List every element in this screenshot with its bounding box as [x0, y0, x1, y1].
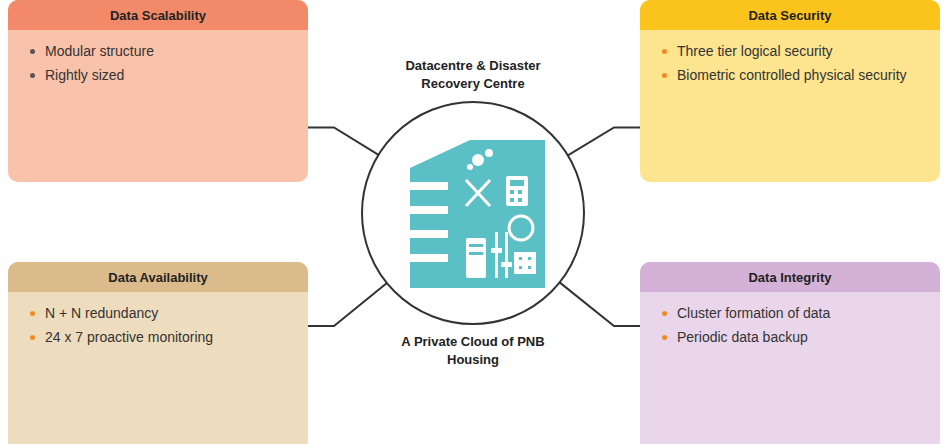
- bullet-dot: [30, 335, 35, 340]
- bullet-dot: [662, 49, 667, 54]
- bullet-dot: [30, 49, 35, 54]
- datacentre-icon: [404, 140, 545, 288]
- datacentre-circle: Datacentre & Disaster Recovery Centre A P…: [340, 0, 606, 444]
- bullet-item: Periodic data backup: [662, 328, 928, 346]
- connector-line: [308, 283, 387, 326]
- bullet-item: Rightly sized: [30, 66, 296, 84]
- bullet-text: Periodic data backup: [677, 328, 808, 346]
- bullet-text: Cluster formation of data: [677, 304, 830, 322]
- bullet-item: 24 x 7 proactive monitoring: [30, 328, 296, 346]
- card-heading: Data Security: [640, 0, 940, 30]
- card-heading: Data Integrity: [640, 262, 940, 292]
- bullet-text: N + N redundancy: [45, 304, 158, 322]
- info-card: Data Availability N + N redundancy 24 x 7 …: [8, 262, 308, 444]
- info-card: Data SecurityThree tier logical security…: [640, 0, 940, 182]
- bullet-dot: [662, 335, 667, 340]
- info-card: Data IntegrityCluster formation of dataP…: [640, 262, 940, 444]
- bullet-dot: [30, 311, 35, 316]
- bullet-text: Rightly sized: [45, 66, 124, 84]
- circle-title: Datacentre & Disaster Recovery Centre: [340, 57, 606, 93]
- bullet-dot: [662, 311, 667, 316]
- bullet-dot: [662, 73, 667, 78]
- bullet-dot: [30, 73, 35, 78]
- circle-outline: [361, 101, 585, 325]
- bullet-text: Modular structure: [45, 42, 154, 60]
- bullet-item: N + N redundancy: [30, 304, 296, 322]
- connector-line: [560, 282, 640, 326]
- bullet-text: Three tier logical security: [677, 42, 833, 60]
- bullet-item: Biometric controlled physical security: [662, 66, 928, 84]
- bullet-text: 24 x 7 proactive monitoring: [45, 328, 213, 346]
- card-heading: Data Availability: [8, 262, 308, 292]
- bullet-item: Modular structure: [30, 42, 296, 60]
- info-card: Data ScalabilityModular structureRightly…: [8, 0, 308, 182]
- bullet-item: Three tier logical security: [662, 42, 928, 60]
- circle-subtitle: A Private Cloud of PNB Housing: [340, 333, 606, 369]
- connector-line: [568, 127, 640, 155]
- bullet-item: Cluster formation of data: [662, 304, 928, 322]
- card-heading: Data Scalability: [8, 0, 308, 30]
- bullet-text: Biometric controlled physical security: [677, 66, 907, 84]
- connector-line: [308, 127, 379, 154]
